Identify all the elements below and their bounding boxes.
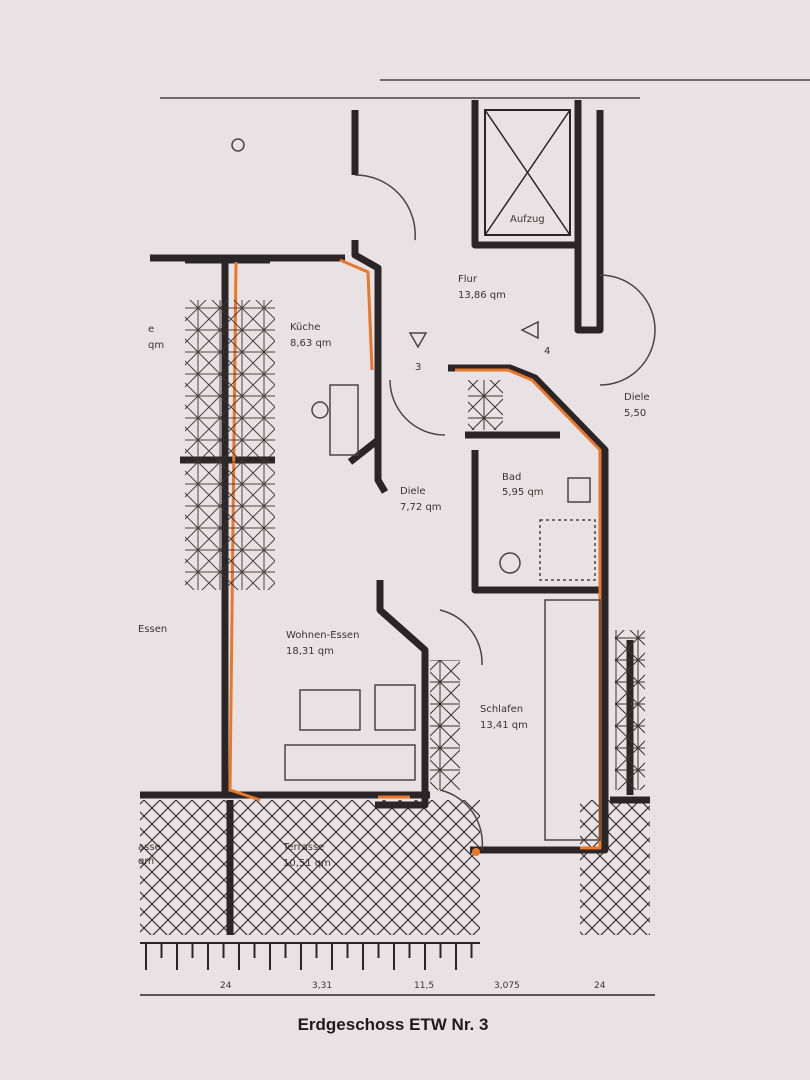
room-name: Flur: [458, 274, 478, 285]
room-area: 18,31 qm: [286, 646, 334, 657]
dimension-label: 24: [220, 981, 232, 991]
room-area: qm: [148, 340, 164, 351]
terrace-hatching: [140, 800, 650, 935]
dimension-label: 11,5: [414, 981, 434, 991]
dimension-label: 3,075: [494, 981, 520, 991]
down-triangle-icon: [408, 332, 428, 349]
furniture: [185, 138, 656, 851]
room-area: 5,50: [624, 408, 646, 419]
marker-label: 3: [415, 362, 421, 373]
room-area: 10,51 qm: [283, 858, 331, 869]
room-name: Diele: [624, 392, 650, 403]
room-area: 8,63 qm: [290, 338, 332, 349]
room-area: 7,72 qm: [400, 502, 442, 513]
room-area: 13,86 qm: [458, 290, 506, 301]
room-name: asse: [138, 842, 161, 853]
stair-markers: 3 4: [408, 320, 550, 373]
room-name: Bad: [502, 472, 521, 483]
dimension-label: 24: [594, 981, 606, 991]
marker-label: 4: [544, 346, 550, 357]
room-name: Aufzug: [510, 214, 545, 225]
plan-title: Erdgeschoss ETW Nr. 3: [298, 1015, 489, 1034]
left-triangle-icon: [520, 320, 539, 340]
room-name: Essen: [138, 624, 167, 635]
dimension-label: 3,31: [312, 981, 332, 991]
room-name: Wohnen-Essen: [286, 630, 359, 641]
room-area: 5,95 qm: [502, 487, 544, 498]
room-labels: Aufzug Flur 13,86 qm Küche 8,63 qm Diele…: [138, 214, 650, 869]
dimension-ruler: 24 3,31 11,5 3,075 24: [140, 942, 655, 996]
room-name: e: [148, 324, 154, 335]
room-name: Schlafen: [480, 704, 523, 715]
room-area: 13,41 qm: [480, 720, 528, 731]
room-name: Terrasse: [282, 842, 324, 853]
elevator-shaft: [484, 109, 571, 236]
room-name: Diele: [400, 486, 426, 497]
room-area: qm: [138, 856, 154, 867]
room-name: Küche: [290, 322, 320, 333]
